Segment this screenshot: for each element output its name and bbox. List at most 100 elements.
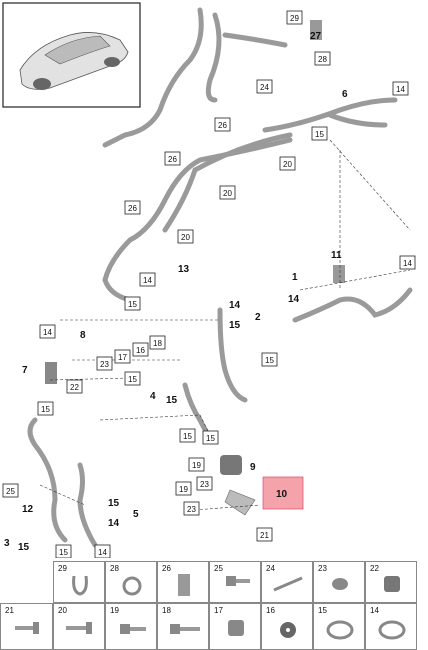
callout-1: 1 <box>292 272 298 283</box>
callout-26c: 26 <box>128 204 137 213</box>
callout-15f: 15 <box>166 395 178 406</box>
callout-10: 10 <box>276 489 288 500</box>
hose-clamp-icon <box>378 620 406 640</box>
callout-14b: 14 <box>143 276 152 285</box>
callout-7: 7 <box>22 365 28 376</box>
callout-26b: 26 <box>168 155 177 164</box>
callout-19a: 19 <box>192 461 201 470</box>
callout-14f: 14 <box>43 328 52 337</box>
callout-14g: 14 <box>108 518 120 529</box>
grid-cell-16[interactable]: 16 <box>261 603 313 650</box>
grommet-icon <box>178 574 190 596</box>
grid-cell-number: 20 <box>58 606 67 615</box>
parts-grid: 29 28 26 25 24 23 22 21 20 19 18 <box>0 561 428 650</box>
callout-boxes <box>2 10 416 558</box>
grid-cell-14[interactable]: 14 <box>365 603 417 650</box>
grid-cell-25[interactable]: 25 <box>209 561 261 603</box>
grid-cell-number: 22 <box>370 564 379 573</box>
callout-14d: 14 <box>288 294 300 305</box>
callout-27: 27 <box>310 31 322 42</box>
callout-25: 25 <box>6 487 15 496</box>
o-ring-icon <box>122 576 142 596</box>
callout-15j: 15 <box>108 498 120 509</box>
callout-18: 18 <box>153 339 162 348</box>
bracket-icon <box>273 576 303 592</box>
grid-cell-22[interactable]: 22 <box>365 561 417 603</box>
callout-23c: 23 <box>187 505 196 514</box>
cap-icon <box>384 576 400 592</box>
washer-icon <box>280 622 296 638</box>
callout-15g: 15 <box>41 405 50 414</box>
bolt-icon <box>120 624 146 634</box>
hose-clamp-icon <box>326 620 354 640</box>
callout-5: 5 <box>133 509 139 520</box>
car-thumbnail <box>2 2 141 108</box>
grid-cell-number: 21 <box>5 606 14 615</box>
callout-19b: 19 <box>179 485 188 494</box>
grid-cell-29[interactable]: 29 <box>53 561 105 603</box>
callout-15b: 15 <box>128 300 137 309</box>
callout-10-highlight <box>262 476 304 510</box>
hose-lines <box>27 7 413 548</box>
callout-24: 24 <box>260 83 269 92</box>
grid-cell-24[interactable]: 24 <box>261 561 313 603</box>
grid-cell-number: 15 <box>318 606 327 615</box>
grid-cell-number: 29 <box>58 564 67 573</box>
grid-cell-15[interactable]: 15 <box>313 603 365 650</box>
grid-cell-number: 16 <box>266 606 275 615</box>
callout-22: 22 <box>70 383 79 392</box>
callout-15e: 15 <box>128 375 137 384</box>
parts-shapes <box>45 20 345 516</box>
callout-17: 17 <box>118 353 127 362</box>
plug-icon <box>332 578 348 590</box>
grid-cell-number: 17 <box>214 606 223 615</box>
callout-14e: 14 <box>229 300 241 311</box>
callout-4: 4 <box>150 391 156 402</box>
callout-2: 2 <box>255 312 261 323</box>
callout-23b: 23 <box>200 480 209 489</box>
callout-26a: 26 <box>218 121 227 130</box>
grid-cell-20[interactable]: 20 <box>53 603 105 650</box>
callout-29: 29 <box>290 14 299 23</box>
grid-cell-21[interactable]: 21 <box>0 603 53 650</box>
callout-16: 16 <box>136 346 145 355</box>
screw-icon <box>15 622 39 634</box>
callout-15d: 15 <box>229 320 241 331</box>
callout-28: 28 <box>318 55 327 64</box>
grid-cell-number: 14 <box>370 606 379 615</box>
grid-cell-28[interactable]: 28 <box>105 561 157 603</box>
callout-20b: 20 <box>223 189 232 198</box>
callout-6: 6 <box>342 89 348 100</box>
callout-15i: 15 <box>206 434 215 443</box>
nut-icon <box>228 620 244 636</box>
grid-cell-number: 28 <box>110 564 119 573</box>
grid-cell-23[interactable]: 23 <box>313 561 365 603</box>
grid-cell-number: 24 <box>266 564 275 573</box>
grid-cell-26[interactable]: 26 <box>157 561 209 603</box>
grid-cell-number: 23 <box>318 564 327 573</box>
bolt-icon <box>170 624 200 634</box>
callout-21: 21 <box>260 531 269 540</box>
grid-cell-18[interactable]: 18 <box>157 603 209 650</box>
grid-cell-19[interactable]: 19 <box>105 603 157 650</box>
callout-15h: 15 <box>183 432 192 441</box>
callout-13: 13 <box>178 264 190 275</box>
grid-cell-17[interactable]: 17 <box>209 603 261 650</box>
callout-15c: 15 <box>265 356 274 365</box>
callout-15l: 15 <box>59 548 68 557</box>
screw-icon <box>66 622 92 634</box>
callout-14c: 14 <box>403 259 412 268</box>
callout-23a: 23 <box>100 360 109 369</box>
leader-lines <box>39 139 411 511</box>
callout-14h: 14 <box>98 548 107 557</box>
callout-12: 12 <box>22 504 34 515</box>
grid-cell-number: 25 <box>214 564 223 573</box>
grid-cell-number: 26 <box>162 564 171 573</box>
callout-14a: 14 <box>396 85 405 94</box>
grid-cell-number: 18 <box>162 606 171 615</box>
callout-11: 11 <box>331 250 342 261</box>
grid-cell-number: 19 <box>110 606 119 615</box>
callout-15k: 15 <box>18 542 30 553</box>
callout-9: 9 <box>250 462 256 473</box>
callout-20c: 20 <box>181 233 190 242</box>
